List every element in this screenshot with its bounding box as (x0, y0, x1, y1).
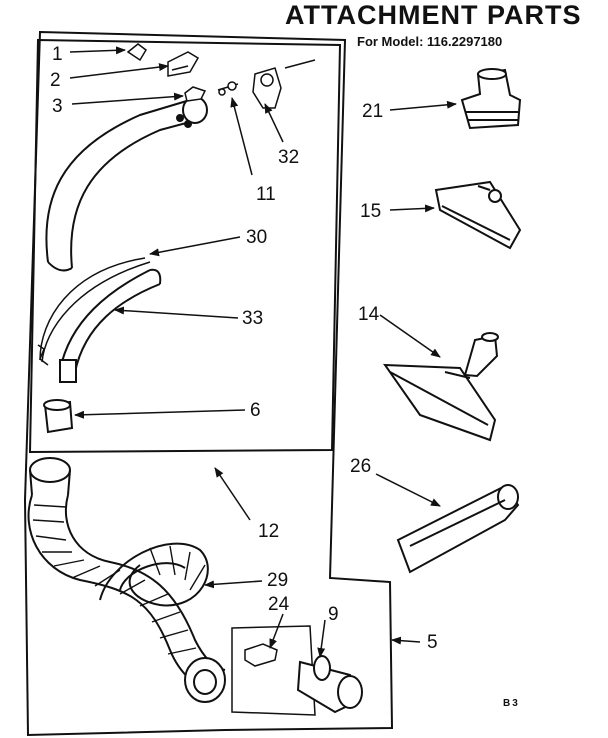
model-number: For Model: 116.2297180 (357, 34, 503, 49)
callout-32: 32 (278, 147, 299, 168)
callout-1: 1 (52, 44, 63, 65)
callout-33: 33 (242, 308, 263, 329)
floor-tool-part (383, 332, 499, 442)
callout-29: 29 (267, 570, 288, 591)
callout-3: 3 (52, 96, 63, 117)
dusting-brush-part (460, 68, 522, 130)
small-parts-cluster (126, 43, 316, 109)
lower-wand-part (59, 268, 162, 383)
curved-wand-part (45, 96, 208, 272)
upholstery-tool-part (434, 180, 522, 250)
callout-2: 2 (50, 70, 61, 91)
page-code: B3 (503, 698, 520, 709)
callout-9: 9 (328, 604, 339, 625)
assembly-5-boundary (23, 30, 394, 737)
electric-cord (37, 257, 151, 366)
clip-part-24 (244, 643, 278, 667)
callout-6: 6 (250, 400, 261, 421)
crevice-tool-part (396, 484, 520, 574)
callout-21: 21 (362, 101, 383, 122)
hose-ribs (32, 504, 206, 655)
callout-26: 26 (350, 456, 371, 477)
coiled-hose (27, 457, 226, 703)
callout-24: 24 (268, 594, 290, 615)
callout-30: 30 (246, 227, 267, 248)
callout-14: 14 (358, 304, 380, 325)
leader-lines (69, 46, 457, 658)
callout-15: 15 (360, 201, 381, 222)
assembly-12-boundary (28, 38, 342, 454)
hose-connector-part-9 (296, 655, 363, 714)
callout-12: 12 (258, 521, 279, 542)
diagram-title: ATTACHMENT PARTS (285, 0, 582, 30)
callout-5: 5 (427, 632, 438, 653)
hose-clamp-part (43, 399, 74, 434)
callout-11: 11 (256, 184, 276, 205)
connector-box (231, 625, 316, 716)
